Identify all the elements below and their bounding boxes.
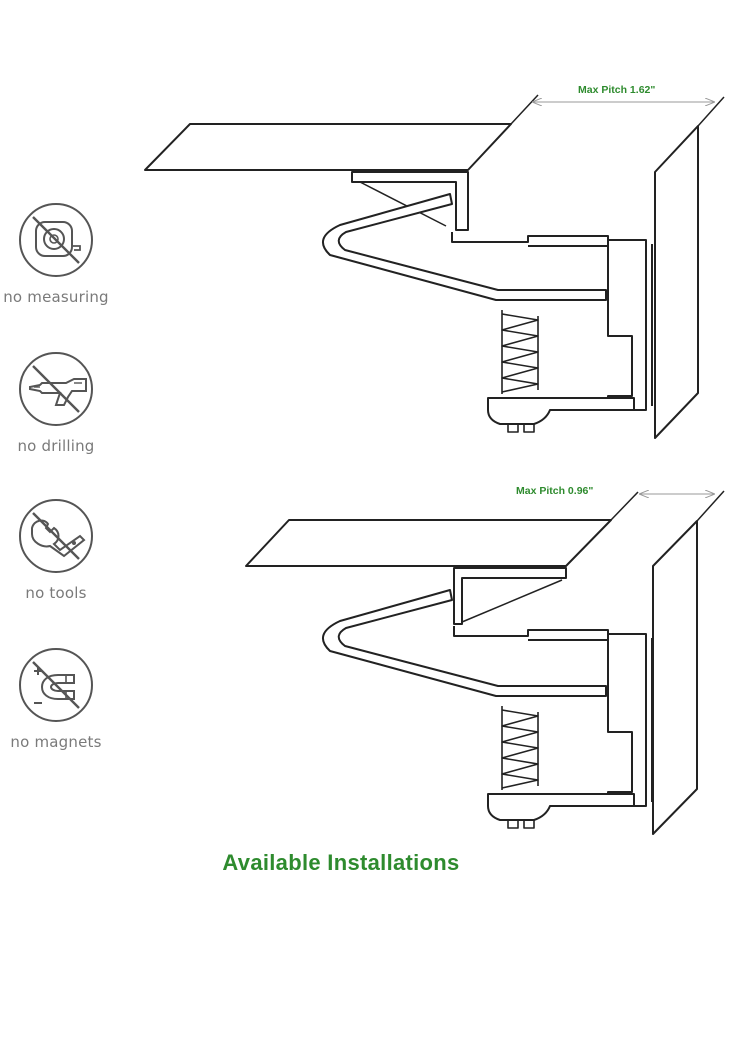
feature-no-magnets: no magnets <box>0 645 112 751</box>
magnet-icon <box>19 648 93 722</box>
drawer-panel <box>144 123 512 171</box>
feature-label: no magnets <box>10 733 102 751</box>
latch-bracket <box>453 567 567 625</box>
wall-edge-line <box>696 490 725 522</box>
panel-edge-line <box>510 94 539 125</box>
latch-body-top <box>451 232 609 247</box>
pitch-label-2: Max Pitch 0.96" <box>516 485 593 497</box>
mounting-feet <box>507 820 535 829</box>
section-title: Available Installations <box>222 850 460 875</box>
bracket-diagonal <box>359 181 447 227</box>
cabinet-wall <box>652 520 698 835</box>
latch-bracket <box>351 171 469 231</box>
pitch-label-1: Max Pitch 1.62" <box>578 84 655 96</box>
feature-no-drilling: no drilling <box>0 349 112 455</box>
drill-icon <box>19 352 93 426</box>
feature-no-tools: no tools <box>0 496 112 602</box>
latch-housing <box>607 239 647 411</box>
spring <box>501 706 539 790</box>
bracket-diagonal <box>461 579 563 623</box>
feature-no-measuring: no measuring <box>0 200 112 306</box>
mounting-base <box>487 397 635 425</box>
tape-measure-icon <box>19 203 93 277</box>
latch-body-top <box>453 626 609 641</box>
drawer-panel <box>245 519 612 567</box>
latch-arm <box>321 193 607 301</box>
feature-label: no drilling <box>17 437 95 455</box>
installation-diagram-1 <box>144 94 725 439</box>
wall-edge-line <box>697 96 725 127</box>
installation-diagram-2 <box>245 490 725 835</box>
mounting-base <box>487 793 635 821</box>
cabinet-wall <box>654 125 699 439</box>
panel-edge-line <box>610 491 639 521</box>
wrench-icon <box>19 499 93 573</box>
feature-label: no measuring <box>3 288 109 306</box>
latch-arm <box>321 589 607 697</box>
latch-housing <box>607 633 647 807</box>
feature-label: no tools <box>25 584 87 602</box>
spring <box>500 308 540 396</box>
mounting-feet <box>507 424 535 433</box>
